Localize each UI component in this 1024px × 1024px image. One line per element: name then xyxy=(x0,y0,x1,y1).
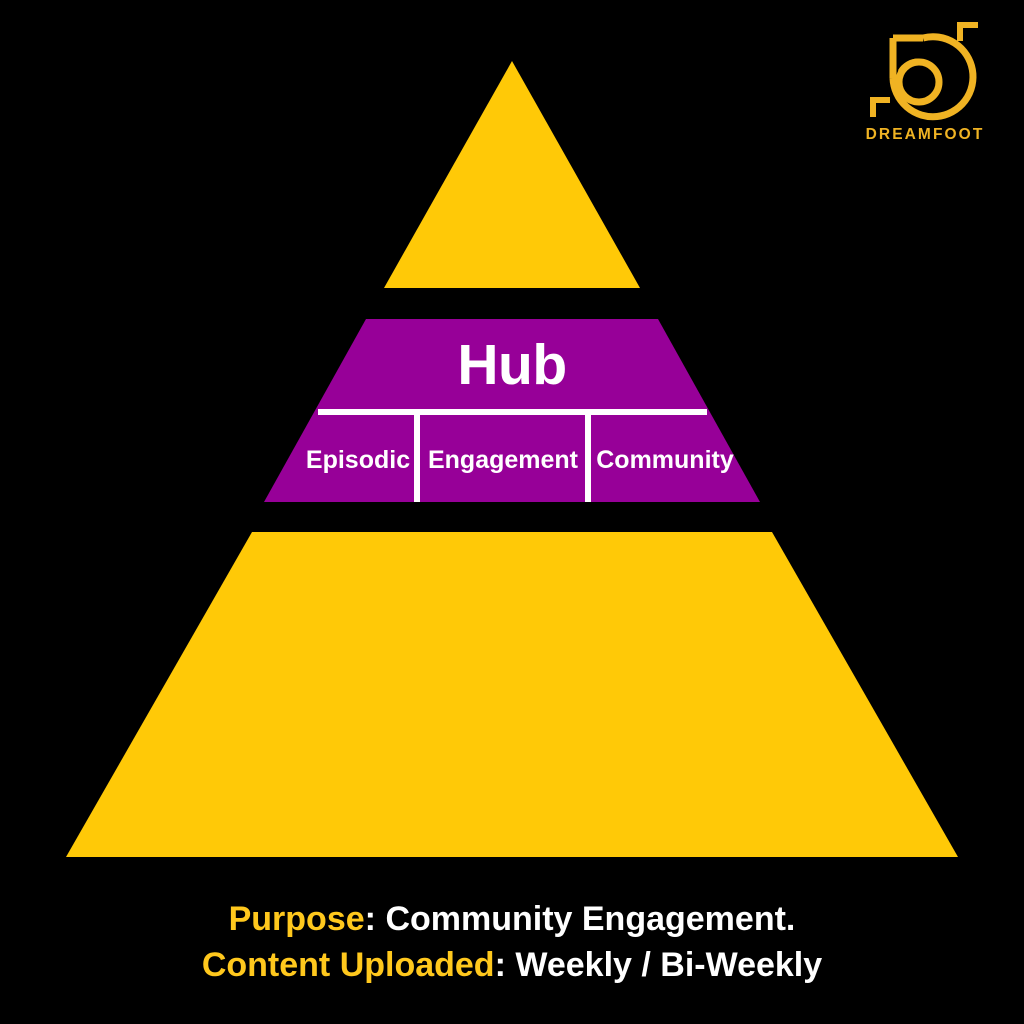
hub-divider-horizontal xyxy=(318,409,707,415)
caption-key-purpose: Purpose xyxy=(228,900,365,938)
dreamfoot-spiral-logo-icon xyxy=(870,22,978,121)
caption-separator-purpose: : xyxy=(364,900,376,938)
caption-line-content-uploaded: Content Uploaded: Weekly / Bi-Weekly xyxy=(0,942,1024,988)
hub-pillar-engagement: Engagement xyxy=(427,446,579,474)
pyramid-tier-bottom xyxy=(66,532,958,857)
caption-value-content-uploaded: Weekly / Bi-Weekly xyxy=(515,946,823,984)
brand-logo: DREAMFOOT xyxy=(860,20,990,155)
caption-separator-content-uploaded: : xyxy=(494,946,506,984)
caption-value-purpose: Community Engagement. xyxy=(385,900,796,938)
hub-title: Hub xyxy=(457,333,567,397)
brand-name-text: DREAMFOOT xyxy=(865,126,985,143)
hub-pillar-episodic: Episodic xyxy=(305,446,411,474)
hub-divider-vertical-2 xyxy=(585,415,591,502)
pyramid-tier-top xyxy=(384,61,640,288)
pyramid-diagram xyxy=(66,61,958,857)
caption-key-content-uploaded: Content Uploaded xyxy=(201,946,495,984)
hub-divider-vertical-1 xyxy=(414,415,420,502)
caption-block: Purpose: Community Engagement. Content U… xyxy=(0,896,1024,988)
caption-line-purpose: Purpose: Community Engagement. xyxy=(0,896,1024,942)
hub-pillar-community: Community xyxy=(596,446,734,474)
